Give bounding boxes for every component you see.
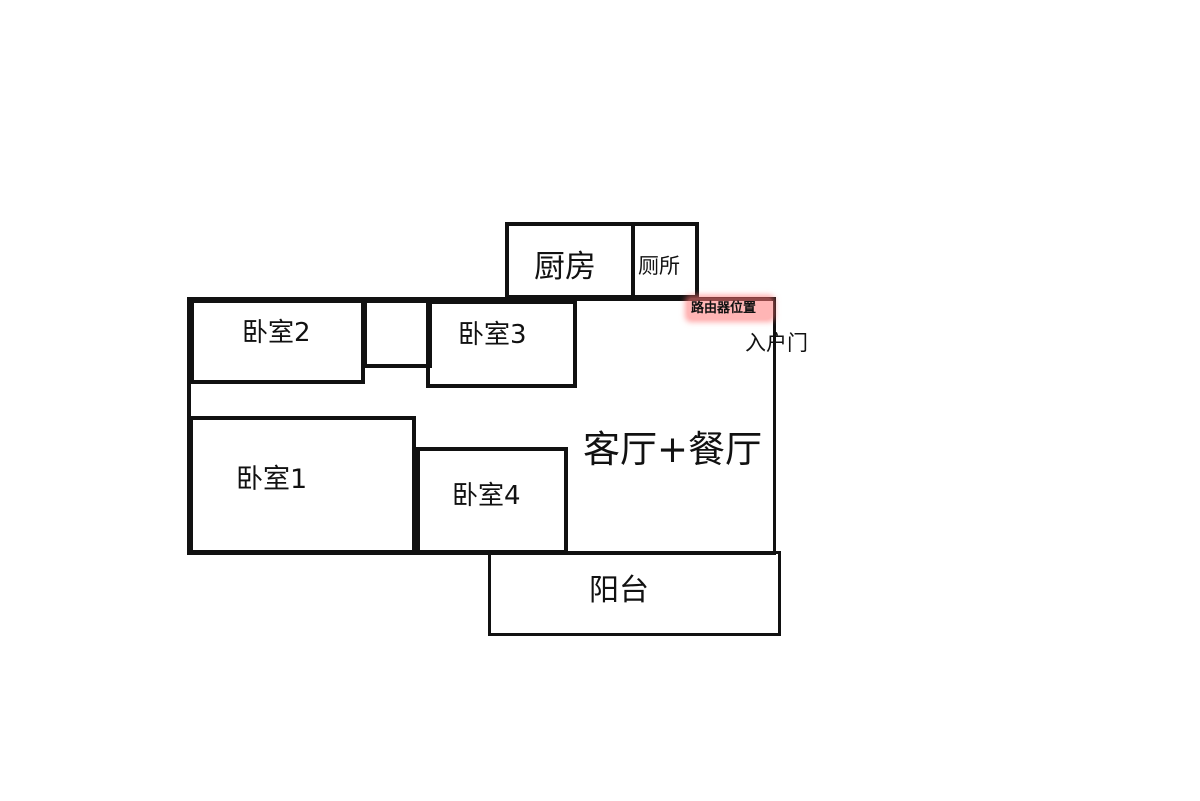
bedroom3-room	[426, 300, 577, 388]
balcony-room	[488, 551, 781, 636]
bedroom1-label: 卧室1	[236, 464, 308, 495]
kitchen-label: 厨房	[534, 249, 596, 285]
router-highlight	[688, 298, 772, 319]
entrance-label: 入户门	[745, 331, 808, 355]
bedroom4-label: 卧室4	[452, 481, 521, 511]
toilet-label: 厕所	[638, 254, 680, 278]
small-storage-room	[363, 299, 432, 368]
router-label: 路由器位置	[691, 301, 757, 316]
balcony-label: 阳台	[589, 573, 649, 608]
bedroom1-room	[189, 416, 416, 554]
bedroom2-label: 卧室2	[242, 318, 311, 348]
living-dining-label: 客厅+餐厅	[583, 428, 763, 471]
bedroom3-label: 卧室3	[458, 320, 527, 350]
toilet-room	[631, 222, 699, 299]
